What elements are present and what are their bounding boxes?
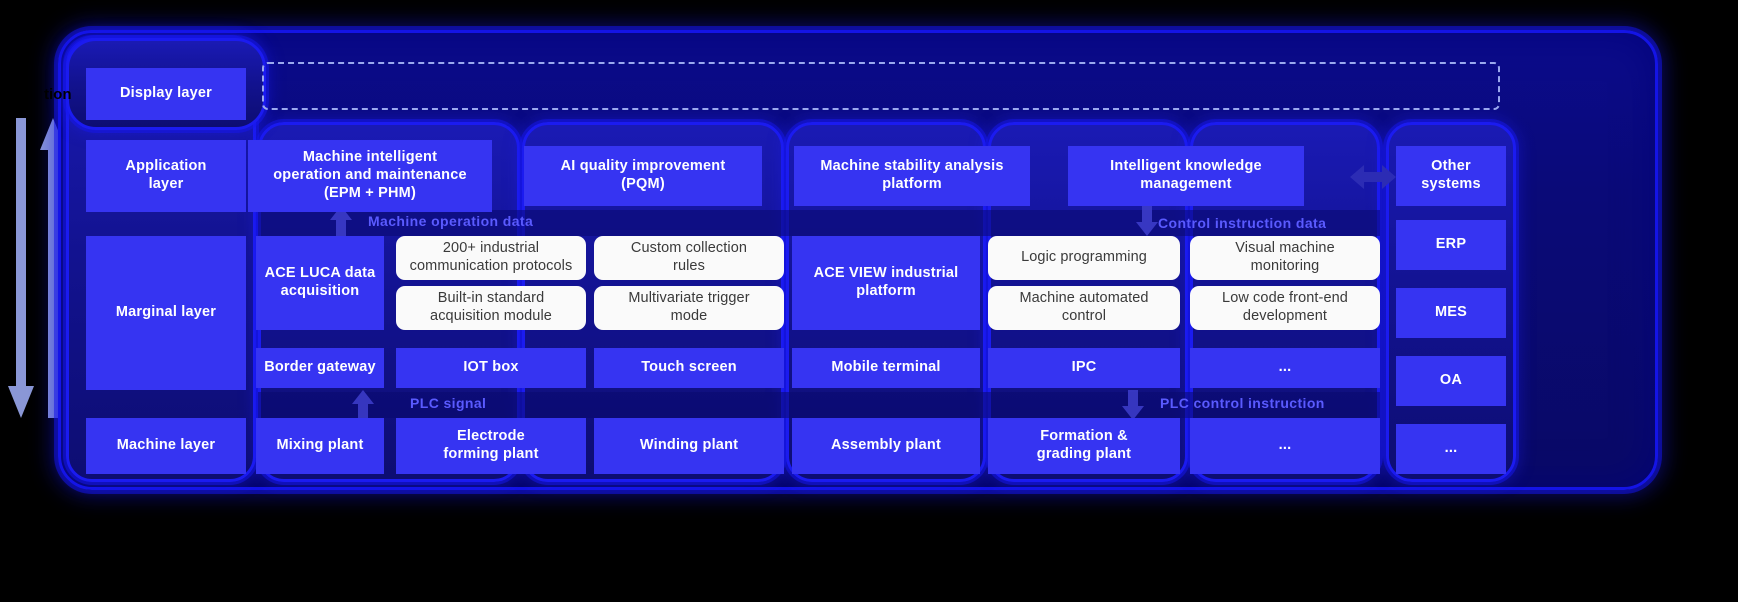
plc-control-instruction-arrow-icon bbox=[1122, 390, 1144, 420]
flow-label-plc-control-instruction: PLC control instruction bbox=[1160, 395, 1325, 411]
flow-label-control-instruction-data: Control instruction data bbox=[1158, 215, 1327, 231]
device-more[interactable]: ... bbox=[1190, 348, 1380, 388]
flow-band-lower bbox=[258, 392, 1380, 418]
flow-label-plc-signal: PLC signal bbox=[410, 395, 487, 411]
device-border-gateway[interactable]: Border gateway bbox=[256, 348, 384, 388]
external-system-erp[interactable]: ERP bbox=[1396, 220, 1506, 270]
feature-logic-programming[interactable]: Logic programming bbox=[988, 236, 1180, 280]
external-system-mes[interactable]: MES bbox=[1396, 288, 1506, 338]
external-system-oa[interactable]: OA bbox=[1396, 356, 1506, 406]
downward-flow-arrow-icon bbox=[8, 118, 34, 418]
plc-signal-arrow-icon bbox=[352, 390, 374, 420]
device-ipc[interactable]: IPC bbox=[988, 348, 1180, 388]
plant-assembly[interactable]: Assembly plant bbox=[792, 418, 980, 474]
plant-more[interactable]: ... bbox=[1190, 418, 1380, 474]
display-layer-dashed-link bbox=[262, 62, 1500, 110]
upward-flow-arrow-icon bbox=[40, 118, 66, 418]
machine-operation-data-arrow-icon bbox=[330, 206, 352, 236]
layer-label-display: Display layer bbox=[86, 68, 246, 120]
app-card-ai-quality-improvement[interactable]: AI quality improvement(PQM) bbox=[524, 146, 762, 206]
cut-off-label: tion bbox=[44, 86, 72, 103]
control-instruction-data-arrow-icon bbox=[1136, 206, 1158, 236]
device-mobile-terminal[interactable]: Mobile terminal bbox=[792, 348, 980, 388]
side-flow-arrows bbox=[8, 118, 70, 418]
layer-label-machine: Machine layer bbox=[86, 418, 246, 474]
external-system-more[interactable]: ... bbox=[1396, 424, 1506, 474]
plant-mixing[interactable]: Mixing plant bbox=[256, 418, 384, 474]
bidirectional-arrow-icon bbox=[1350, 160, 1396, 194]
device-touch-screen[interactable]: Touch screen bbox=[594, 348, 784, 388]
flow-label-machine-operation-data: Machine operation data bbox=[368, 213, 534, 229]
plant-formation-grading[interactable]: Formation &grading plant bbox=[988, 418, 1180, 474]
layer-label-marginal: Marginal layer bbox=[86, 236, 246, 390]
flow-band-upper bbox=[258, 210, 1380, 236]
plant-winding[interactable]: Winding plant bbox=[594, 418, 784, 474]
device-iot-box[interactable]: IOT box bbox=[396, 348, 586, 388]
